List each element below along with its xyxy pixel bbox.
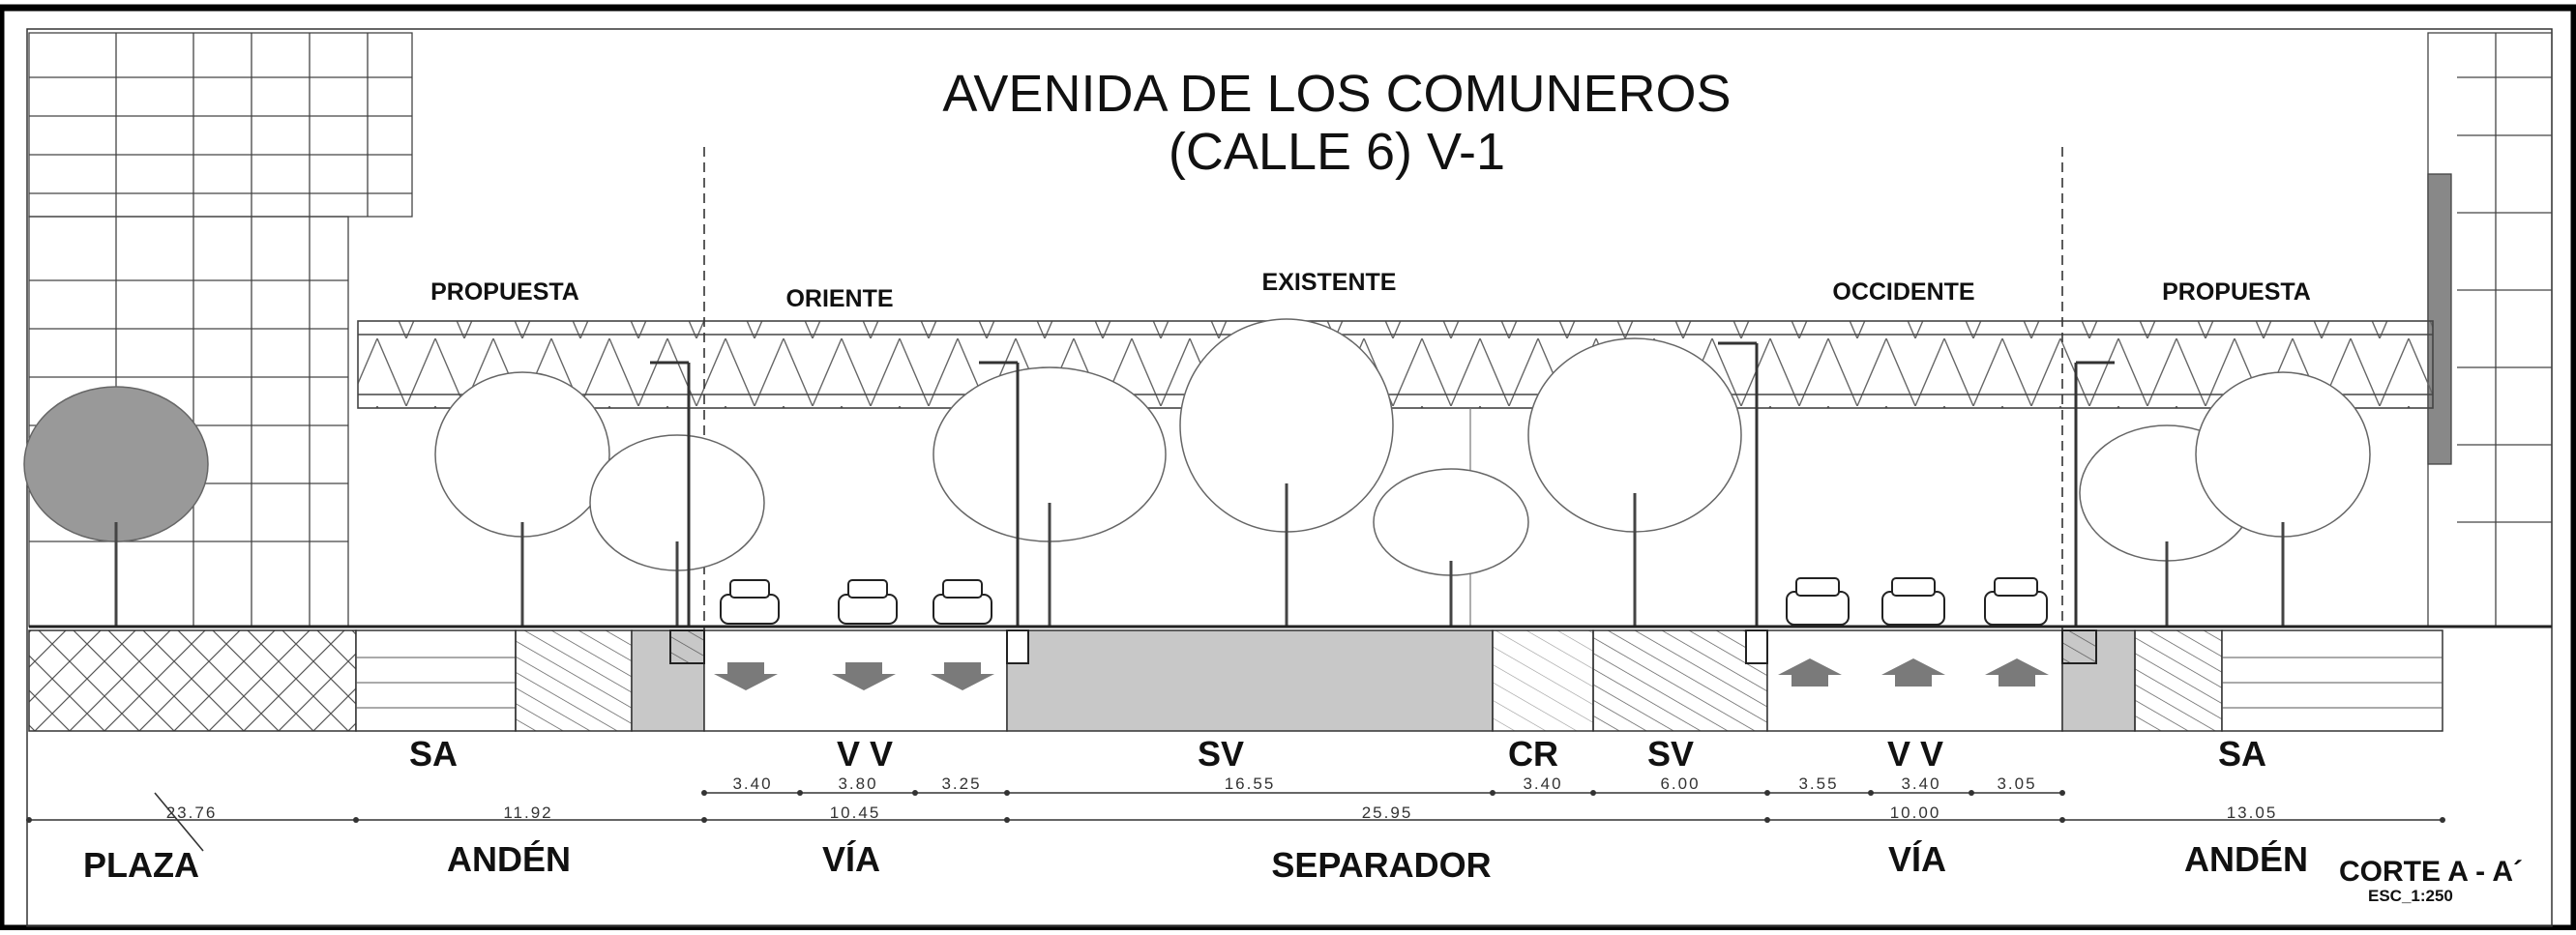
dimension-sub-3: 3.25 (941, 774, 982, 793)
profile-code-sa-right: SA (2217, 734, 2267, 774)
scale-label: ESC_1:250 (2368, 887, 2453, 905)
dimension-main-via-right: 10.00 (1889, 804, 1941, 822)
dimension-ticks (26, 790, 2445, 823)
category-via-right: VÍA (1887, 839, 1947, 879)
dimension-sub-5: 3.40 (1523, 774, 1563, 793)
dimension-sub-6: 6.00 (1660, 774, 1701, 793)
tree-canopies (23, 318, 2371, 576)
category-plaza: PLAZA (83, 845, 199, 885)
zone-label-occidente: OCCIDENTE (1832, 278, 1975, 306)
vehicles (720, 577, 2048, 626)
profile-code-vv-occidente: V V (1886, 734, 1944, 774)
zone-label-oriente: ORIENTE (785, 285, 894, 312)
drawing-title-line2: (CALLE 6) V-1 (1168, 123, 1506, 181)
dimension-sub-4: 16.55 (1224, 774, 1276, 793)
dimension-sub-9: 3.05 (1997, 774, 2037, 793)
profile-code-sv-left: SV (1197, 734, 1245, 774)
profile-code-sv-right: SV (1646, 734, 1695, 774)
category-anden-right: ANDÉN (2183, 839, 2309, 879)
dimension-sub-1: 3.40 (732, 774, 773, 793)
section-label: CORTE A - A´ (2339, 856, 2523, 888)
category-via-left: VÍA (821, 839, 881, 879)
drawing-title-line1: AVENIDA DE LOS COMUNEROS (942, 65, 1732, 123)
zone-label-existente: EXISTENTE (1261, 269, 1397, 296)
dimension-sub-8: 3.40 (1901, 774, 1941, 793)
zone-label-propuesta-left: PROPUESTA (430, 278, 579, 306)
sheet-border (0, 4, 2576, 932)
tree-trunks (114, 483, 2285, 627)
dimension-main-via-left: 10.45 (829, 804, 881, 822)
zone-label-propuesta-right: PROPUESTA (2162, 278, 2311, 306)
dimension-sub-2: 3.80 (838, 774, 878, 793)
light-poles (650, 341, 2115, 627)
dimension-main-separador: 25.95 (1361, 804, 1413, 822)
dimension-sub-7: 3.55 (1798, 774, 1839, 793)
profile-code-sa-left: SA (408, 734, 459, 774)
profile-code-vv-oriente: V V (836, 734, 894, 774)
profile-code-cr: CR (1508, 734, 1558, 774)
dimension-main-anden-left: 11.92 (503, 804, 553, 822)
traffic-arrows (714, 658, 2049, 690)
category-separador: SEPARADOR (1271, 845, 1492, 885)
dimension-lines (29, 792, 2443, 852)
right-building (2427, 32, 2553, 628)
ground-section (28, 625, 2552, 732)
category-anden-left: ANDÉN (446, 839, 572, 879)
dimension-main-anden-right: 13.05 (2226, 804, 2278, 822)
dimension-main-plaza: 23.76 (165, 804, 218, 822)
